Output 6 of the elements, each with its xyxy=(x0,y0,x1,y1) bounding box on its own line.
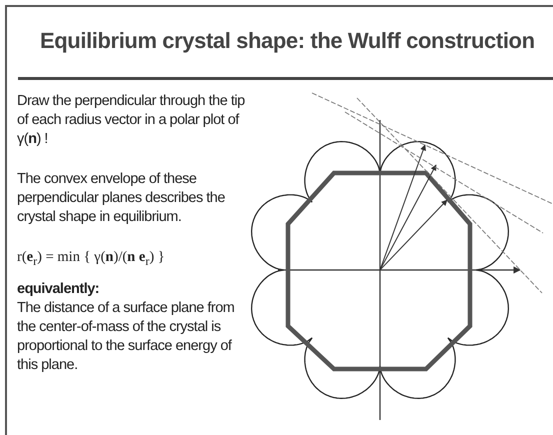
description-text: The convex envelope of these perpendicular planes describes the crystal shape in equilibrium. xyxy=(17,170,226,227)
formula: r(e$_{r}$) = min { γ(n)/(n e$_{r}$) } xyxy=(17,248,166,270)
subheading: equivalently: xyxy=(17,280,100,299)
slide-title: Equilibrium crystal shape: the Wulff construction xyxy=(40,28,535,54)
instruction-text: Draw the perpendicular through the tip of each radius vector in a polar plot of γ(n) ! xyxy=(17,92,245,149)
explanation-text: The distance of a surface plane from the center-of-mass of the crystal is proportional to the surface energy of this plane. xyxy=(17,299,236,375)
